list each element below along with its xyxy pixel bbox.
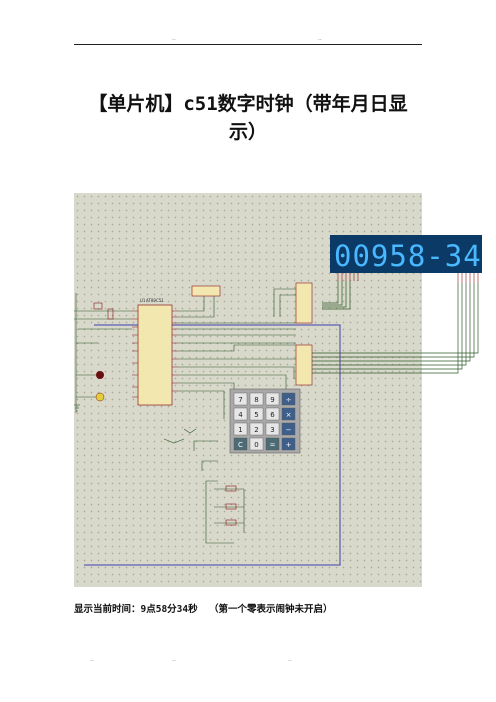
keypad-key-label: × xyxy=(286,411,292,419)
keypad-key xyxy=(281,437,296,451)
mcu-bus-wires xyxy=(178,288,296,419)
keypad-key xyxy=(233,422,248,436)
keypad-key xyxy=(265,407,280,421)
mcu-model: AT89C51 xyxy=(146,298,164,303)
keypad-key xyxy=(233,392,248,406)
schematic-drawing: 00958-34 U1 AT89C51 xyxy=(74,235,482,566)
title-line-2: 示） xyxy=(228,121,267,143)
lower-switches xyxy=(163,428,245,544)
driver-ic-upper xyxy=(295,282,313,324)
keypad-key xyxy=(233,407,248,421)
keypad-key xyxy=(265,422,280,436)
keypad-key xyxy=(281,392,296,406)
keypad-keys: 7 8 9 ÷ 4 5 6 × 1 2 3 − C 0 = + xyxy=(233,392,296,451)
mcu-label: U1 xyxy=(140,298,146,303)
page-title: 【单片机】c51数字时钟（带年月日显 示） xyxy=(60,90,436,146)
display-pins xyxy=(337,273,479,283)
keypad-key-label: ÷ xyxy=(286,396,292,404)
keypad-key-label: = xyxy=(270,441,276,449)
keypad-key-label: C xyxy=(238,441,243,449)
footer-mark: .. xyxy=(172,656,176,663)
bus-line xyxy=(84,324,341,566)
figure-caption: 显示当前时间：9点58分34秒 （第一个零表示闹钟未开启） xyxy=(74,604,333,615)
keypad-key-label: + xyxy=(286,441,292,449)
keypad-key xyxy=(265,392,280,406)
keypad-key-label: 6 xyxy=(270,411,275,419)
header-mark: .. xyxy=(172,35,176,42)
keypad-key-label: 7 xyxy=(238,396,242,404)
seven-segment-display xyxy=(330,235,482,273)
display-readout: 00958-34 xyxy=(334,239,482,273)
keypad-key-label: 3 xyxy=(270,426,274,434)
circuit-schematic-image: 00958-34 U1 AT89C51 xyxy=(74,193,482,587)
buzzer-indicator xyxy=(96,371,104,379)
keypad-key xyxy=(249,422,264,436)
header-rule xyxy=(74,44,422,45)
header-mark: .. xyxy=(318,35,322,42)
main-mcu xyxy=(137,304,173,406)
title-line-1: 【单片机】c51数字时钟（带年月日显 xyxy=(88,93,408,115)
left-components xyxy=(74,293,132,413)
keypad-key-label: − xyxy=(286,426,292,434)
led-indicator xyxy=(95,392,105,402)
footer-mark: .. xyxy=(90,656,94,663)
keypad-key xyxy=(281,407,296,421)
display-wires xyxy=(302,281,479,374)
mcu-pins xyxy=(132,310,178,398)
keypad-key-label: 1 xyxy=(238,426,242,434)
footer-mark: .. xyxy=(288,656,292,663)
keypad-key-label: 5 xyxy=(254,411,258,419)
keypad-key-label: 8 xyxy=(254,396,258,404)
keypad-key xyxy=(281,422,296,436)
driver-ic-lower xyxy=(295,344,313,386)
keypad-key-label: 9 xyxy=(270,396,274,404)
keypad-key-label: 4 xyxy=(238,411,243,419)
buffer-ic-top xyxy=(191,285,221,297)
keypad-key xyxy=(233,437,248,451)
keypad-key-label: 0 xyxy=(254,441,258,449)
keypad-key-label: 2 xyxy=(254,426,258,434)
keypad-key xyxy=(249,392,264,406)
keypad-key xyxy=(249,407,264,421)
keypad-key xyxy=(265,437,280,451)
keypad-key xyxy=(249,437,264,451)
